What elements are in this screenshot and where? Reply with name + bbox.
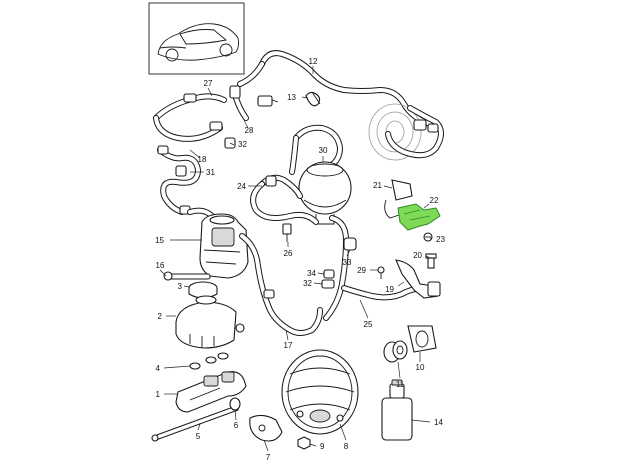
callout-30: 30 (319, 146, 328, 155)
callout-21: 21 (373, 181, 382, 190)
cap-34 (323, 269, 335, 279)
hose-clip-13 (305, 91, 321, 107)
callout-20: 20 (413, 251, 422, 260)
callout-24: 24 (237, 182, 246, 191)
leader-lines (159, 66, 433, 452)
vacuum-hose-33 (323, 215, 357, 321)
callout-3: 3 (178, 282, 183, 291)
callout-32-lower: 32 (303, 279, 312, 288)
clip-32-lower (321, 279, 335, 289)
screw-23 (423, 232, 433, 242)
callout-23: 23 (436, 235, 445, 244)
car-thumbnail (148, 2, 245, 75)
fitting-26 (282, 223, 292, 242)
callout-15: 15 (155, 236, 164, 245)
nut-6 (229, 397, 241, 411)
callout-13: 13 (287, 93, 296, 102)
callout-9: 9 (320, 442, 325, 451)
brake-line-18 (157, 145, 201, 215)
callout-33: 33 (343, 258, 352, 267)
callout-8: 8 (344, 442, 349, 451)
callout-2: 2 (158, 312, 163, 321)
sensor-rod-16 (163, 271, 211, 281)
callout-1: 1 (156, 390, 161, 399)
callout-26: 26 (284, 249, 293, 258)
callout-6: 6 (234, 421, 239, 430)
callout-4: 4 (156, 364, 161, 373)
gasket-7 (249, 414, 283, 442)
callout-22: 22 (430, 196, 439, 205)
callout-14: 14 (434, 418, 443, 427)
callout-12: 12 (309, 57, 318, 66)
nut-9 (297, 436, 311, 450)
callout-10: 10 (416, 363, 425, 372)
bracket-19 (395, 259, 441, 299)
push-rod-5 (151, 405, 239, 442)
screw-29 (377, 266, 385, 279)
callout-28: 28 (245, 126, 254, 135)
hose-assembly-left (153, 85, 279, 142)
callout-25: 25 (364, 320, 373, 329)
callout-11: 11 (396, 380, 405, 389)
callout-27: 27 (204, 79, 213, 88)
vacuum-hose-12 (237, 50, 433, 127)
callout-34: 34 (307, 269, 316, 278)
callout-17: 17 (284, 341, 293, 350)
pressure-sensor-22-highlighted (397, 203, 441, 231)
callout-32-upper: 32 (238, 140, 247, 149)
fluid-hose-17 (239, 233, 323, 336)
brake-fluid-reservoir-15 (199, 213, 249, 279)
vacuum-hose-24 (250, 174, 319, 225)
brake-line-to-reservoir (187, 207, 215, 219)
callout-7: 7 (266, 453, 271, 462)
callout-29: 29 (357, 266, 366, 275)
grommet-11 (383, 340, 408, 363)
callout-31: 31 (206, 168, 215, 177)
callout-18: 18 (198, 155, 207, 164)
bracket-21 (384, 179, 413, 219)
callout-5: 5 (196, 432, 201, 441)
reservoir-2 (175, 295, 245, 349)
callout-19: 19 (385, 285, 394, 294)
callout-labels: 12 13 27 28 32 18 31 24 30 21 22 23 15 2… (155, 57, 445, 462)
brake-booster-8 (281, 349, 359, 435)
vacuum-hose-right (385, 105, 444, 159)
car-thumbnail-icon (157, 23, 240, 62)
cap-3 (188, 281, 218, 299)
callout-16: 16 (156, 261, 165, 270)
vacuum-reservoir-30 (289, 124, 352, 225)
seal-plate-10 (407, 325, 437, 353)
seal-4 (189, 352, 229, 370)
master-cylinder-1 (175, 371, 247, 413)
brake-fluid-bottle-14 (381, 379, 413, 441)
bolt-20 (425, 253, 437, 269)
